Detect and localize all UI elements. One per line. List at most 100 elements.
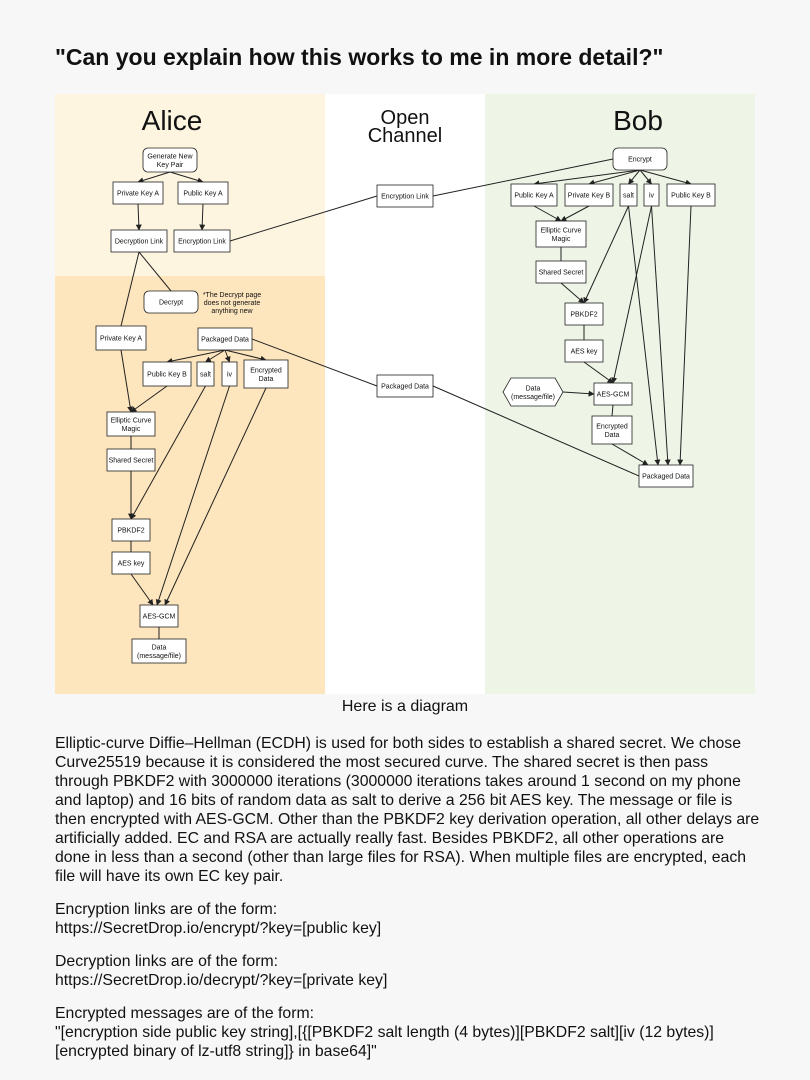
flow-edge bbox=[583, 205, 629, 304]
node-label: Shared Secret bbox=[109, 458, 154, 465]
node-label: Private Key B bbox=[568, 193, 611, 200]
node-label: Magic bbox=[122, 426, 141, 433]
node-a-aes: AES key bbox=[111, 551, 151, 575]
node-b-pbk: PBKDF2 bbox=[564, 302, 604, 326]
node-label: Public Key B bbox=[671, 193, 711, 200]
node-a-enclink: Encryption Link bbox=[173, 229, 231, 253]
node-label: iv bbox=[649, 193, 655, 200]
page-title: "Can you explain how this works to me in… bbox=[55, 44, 664, 70]
flow-edge bbox=[155, 385, 230, 606]
node-label: Packaged Data bbox=[642, 474, 690, 481]
ecdh-line: done in less than a second (other than l… bbox=[55, 849, 747, 866]
node-label: Key Pair bbox=[157, 162, 184, 169]
node-a-pkg: Packaged Data bbox=[197, 327, 253, 351]
message-format-label: Encrypted messages are of the form: bbox=[55, 1005, 315, 1022]
node-label: Encrypted bbox=[250, 367, 282, 374]
node-label: Encrypt bbox=[628, 157, 652, 164]
node-b-gcm: AES-GCM bbox=[593, 382, 633, 406]
ecdh-paragraph: Elliptic-curve Diffie–Hellman (ECDH) is … bbox=[55, 734, 760, 886]
node-label: AES-GCM bbox=[597, 392, 630, 399]
flow-edge bbox=[204, 349, 226, 363]
ecdh-line: Elliptic-curve Diffie–Hellman (ECDH) is … bbox=[55, 735, 741, 752]
node-o-enc: Encryption Link bbox=[376, 184, 434, 208]
flow-edge bbox=[251, 338, 378, 387]
flow-edge bbox=[130, 385, 168, 413]
decryption-link-format: https://SecretDrop.io/decrypt/?key=[priv… bbox=[55, 972, 388, 989]
flow-edge bbox=[224, 349, 267, 362]
ecdh-line: artificially added. EC and RSA are actua… bbox=[55, 830, 725, 847]
node-b-salt: salt bbox=[619, 183, 638, 207]
flow-edge bbox=[639, 169, 652, 185]
flow-edge bbox=[229, 195, 378, 242]
node-label: Data bbox=[526, 385, 541, 392]
node-a-priv: Private Key A bbox=[112, 181, 164, 205]
node-a-iv: iv bbox=[221, 361, 238, 387]
encryption-link-format: https://SecretDrop.io/encrypt/?key=[publ… bbox=[55, 920, 382, 937]
node-a-ss: Shared Secret bbox=[106, 448, 156, 472]
flow-edge bbox=[166, 349, 226, 364]
node-label: Public Key A bbox=[514, 193, 554, 200]
flow-edge bbox=[677, 205, 692, 466]
flow-edge bbox=[611, 205, 652, 384]
flow-edge bbox=[164, 387, 267, 606]
ecdh-line: file will have its own EC key pair. bbox=[55, 868, 284, 885]
node-label: Data bbox=[152, 644, 167, 651]
flow-edge bbox=[583, 361, 614, 384]
alice-heading: Alice bbox=[142, 105, 203, 136]
node-label: Generate New bbox=[147, 153, 193, 160]
node-label: AES key bbox=[571, 349, 598, 356]
node-a-gcm: AES-GCM bbox=[139, 604, 179, 628]
node-label: salt bbox=[623, 193, 634, 200]
flow-edge bbox=[130, 573, 154, 606]
flow-edge bbox=[651, 205, 671, 466]
node-a-salt: salt bbox=[196, 361, 215, 387]
node-label: Public Key B bbox=[147, 372, 187, 379]
node-label: (message/file) bbox=[137, 653, 181, 660]
node-label: Private Key A bbox=[117, 191, 159, 198]
node-label: Data bbox=[259, 376, 274, 383]
node-label: Magic bbox=[552, 236, 571, 243]
node-b-privb: Private Key B bbox=[564, 183, 614, 207]
flow-edge bbox=[560, 282, 585, 304]
node-o-pkg: Packaged Data bbox=[376, 374, 434, 398]
decryption-link-paragraph: Decryption links are of the form: https:… bbox=[55, 952, 760, 990]
alice-bottom-region bbox=[55, 276, 325, 694]
node-b-puba: Public Key A bbox=[510, 183, 558, 207]
flow-edge bbox=[588, 169, 641, 186]
node-label: Encrypted bbox=[596, 423, 628, 430]
message-format-paragraph: Encrypted messages are of the form: "[en… bbox=[55, 1004, 760, 1061]
flow-edge bbox=[432, 158, 614, 197]
flow-edge bbox=[562, 390, 595, 397]
encryption-link-label: Encryption links are of the form: bbox=[55, 901, 278, 918]
flow-edge bbox=[120, 251, 140, 327]
node-b-data: Data (message/file) bbox=[502, 377, 564, 407]
flow-edge bbox=[138, 251, 172, 292]
flow-edge bbox=[135, 203, 142, 231]
node-label: Elliptic Curve bbox=[111, 417, 152, 424]
message-format-line: "[encryption side public key string],[{[… bbox=[55, 1024, 714, 1041]
node-label: AES key bbox=[118, 561, 145, 568]
flow-edge bbox=[130, 385, 206, 520]
flow-edge bbox=[611, 443, 649, 466]
flow-edge bbox=[560, 205, 590, 222]
node-a-pbk: PBKDF2 bbox=[111, 518, 151, 542]
node-label: Data bbox=[605, 432, 620, 439]
node-b-pubb: Public Key B bbox=[666, 183, 716, 207]
flow-edge bbox=[533, 169, 641, 187]
node-b-iv: iv bbox=[643, 183, 660, 207]
node-label: Encryption Link bbox=[178, 239, 226, 246]
open-channel-heading-1: Open bbox=[381, 107, 430, 129]
node-b-aes: AES key bbox=[564, 339, 604, 363]
flow-edge bbox=[224, 349, 231, 363]
flow-edge bbox=[137, 171, 171, 184]
node-b-encrypt: Encrypt bbox=[612, 147, 668, 171]
node-a-pubb: Public Key B bbox=[142, 361, 192, 387]
node-label: PBKDF2 bbox=[117, 528, 144, 535]
ecdh-line: and laptop) and 16 bits of random data a… bbox=[55, 792, 733, 809]
node-label: (message/file) bbox=[511, 394, 555, 401]
